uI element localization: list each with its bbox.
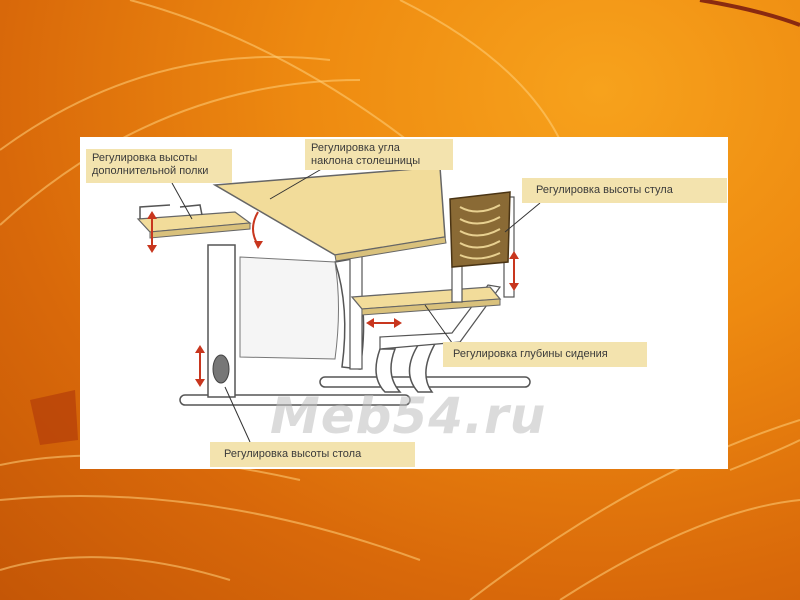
desk-modesty-panel <box>239 256 339 360</box>
leader-lines <box>171 166 541 443</box>
tilt-arrowhead <box>254 241 263 249</box>
desk-chair-illustration <box>136 166 541 443</box>
chair-backrest <box>449 191 511 268</box>
chair-rear-leg <box>408 341 438 393</box>
tabletop <box>212 166 446 256</box>
tilt-arrow <box>252 211 259 246</box>
seat-depth-arrowheads <box>366 318 402 328</box>
desk-left-leg <box>207 244 236 398</box>
extra-shelf-edge <box>149 222 251 239</box>
desk-base-rail <box>179 394 411 406</box>
label-shelf-height: Регулировка высоты дополнительной полки <box>86 149 232 183</box>
label-chair-height: Регулировка высоты стула <box>522 178 727 203</box>
chair-backrest-pattern <box>459 204 501 260</box>
label-tilt-angle: Регулировка угла наклона столешницы <box>305 139 453 170</box>
shelf-bracket <box>139 204 203 219</box>
label-seat-depth: Регулировка глубины сидения <box>443 342 647 367</box>
chair-front-leg <box>375 348 402 393</box>
watermark: Meb54.ru <box>270 387 547 445</box>
desk-diagram-panel: Meb54.ru Регулировка высоты дополнительн… <box>80 137 728 469</box>
label-table-height: Регулировка высоты стола <box>210 442 415 467</box>
desk-right-post <box>349 248 363 370</box>
chair-height-arrowheads <box>509 251 519 291</box>
height-adjust-knob <box>212 354 230 384</box>
tabletop-edge <box>334 236 447 262</box>
